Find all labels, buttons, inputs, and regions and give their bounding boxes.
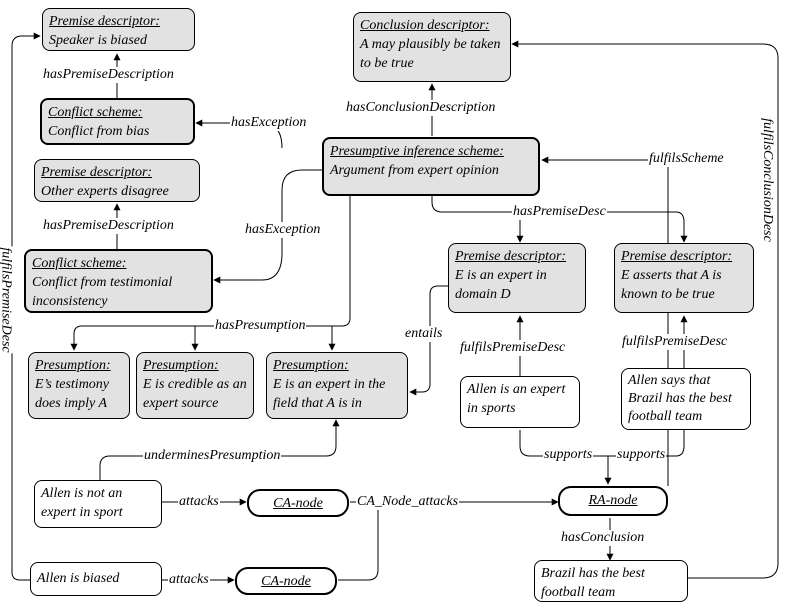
label-fulfils-conclusion-desc: fulfilsConclusionDesc xyxy=(758,117,775,243)
label-has-conclusion: hasConclusion xyxy=(560,530,646,546)
claim-allen-says-brazil: Allen says that Brazil has the best foot… xyxy=(621,368,751,430)
node-label: CA-node xyxy=(261,574,311,589)
node-text: Allen is not an expert in sport xyxy=(41,486,123,520)
node-heading: Conclusion descriptor: xyxy=(360,18,490,33)
label-has-conclusion-description: hasConclusionDescription xyxy=(345,100,497,116)
node-heading: Premise descriptor: xyxy=(41,165,153,180)
ca-node-1: CA-node xyxy=(247,489,349,517)
node-heading: Conflict scheme: xyxy=(48,105,143,120)
edge-supports xyxy=(519,430,685,457)
node-label: RA-node xyxy=(588,493,638,508)
node-text: Speaker is biased xyxy=(49,33,147,48)
node-text: Argument from expert opinion xyxy=(330,163,499,178)
presumption-testimony: Presumption: E’s testimony does imply A xyxy=(28,352,130,419)
premise-descriptor-expert-domain: Premise descriptor: E is an expert in do… xyxy=(448,243,586,313)
label-has-presumption: hasPresumption xyxy=(214,318,307,334)
node-text: Allen is an expert in sports xyxy=(467,382,566,416)
node-text: Allen is biased xyxy=(37,571,120,586)
edge-hasexception-2 xyxy=(213,169,326,284)
label-attacks-2: attacks xyxy=(168,572,210,588)
label-has-premise-desc: hasPremiseDesc xyxy=(512,204,607,220)
presumptive-inference-scheme: Presumptive inference scheme: Argument f… xyxy=(322,137,540,196)
node-heading: Presumption: xyxy=(273,358,349,373)
label-fulfils-premise-desc-2: fulfilsPremiseDesc xyxy=(621,334,729,350)
node-text: E asserts that A is known to be true xyxy=(621,268,722,302)
node-heading: Presumptive inference scheme: xyxy=(330,144,504,159)
node-text: A may plausibly be taken to be true xyxy=(360,37,501,71)
node-heading: Conflict scheme: xyxy=(32,256,127,271)
premise-descriptor-speaker-biased: Premise descriptor: Speaker is biased xyxy=(42,8,195,51)
ca-node-2: CA-node xyxy=(235,567,337,595)
claim-allen-not-expert: Allen is not an expert in sport xyxy=(34,480,162,528)
label-attacks-1: attacks xyxy=(178,494,220,510)
label-fulfils-premise-desc-1: fulfilsPremiseDesc xyxy=(459,340,567,356)
claim-allen-expert-sports: Allen is an expert in sports xyxy=(460,376,580,428)
presumption-expert-field: Presumption: E is an expert in the field… xyxy=(266,352,408,419)
node-text: E is an expert in the field that A is in xyxy=(273,377,386,411)
node-label: CA-node xyxy=(273,496,323,511)
premise-descriptor-asserts: Premise descriptor: E asserts that A is … xyxy=(614,243,754,313)
edge-ca-node-attacks-2 xyxy=(338,502,379,581)
node-heading: Presumption: xyxy=(35,358,111,373)
label-supports-1: supports xyxy=(543,447,594,463)
premise-descriptor-other-experts: Premise descriptor: Other experts disagr… xyxy=(34,159,200,202)
label-has-exception-1: hasException xyxy=(230,115,308,131)
node-text: E’s testimony does imply A xyxy=(35,377,110,411)
claim-brazil-best-team: Brazil has the best football team xyxy=(534,560,688,602)
label-ca-node-attacks: CA_Node_attacks xyxy=(356,494,460,510)
node-text: E is an expert in domain D xyxy=(455,268,547,302)
node-text: Allen says that Brazil has the best foot… xyxy=(628,373,732,424)
presumption-credible: Presumption: E is credible as an expert … xyxy=(136,352,254,419)
conflict-scheme-testimonial: Conflict scheme: Conflict from testimoni… xyxy=(24,249,213,313)
label-supports-2: supports xyxy=(616,447,667,463)
label-fulfils-scheme: fulfilsScheme xyxy=(648,151,725,167)
label-entails: entails xyxy=(404,326,444,342)
conclusion-descriptor: Conclusion descriptor: A may plausibly b… xyxy=(353,12,511,82)
claim-allen-biased: Allen is biased xyxy=(30,562,162,596)
node-heading: Presumption: xyxy=(143,358,219,373)
node-text: E is credible as an expert source xyxy=(143,377,247,411)
edge-fulfilsconclusiondesc xyxy=(511,40,779,579)
node-text: Conflict from testimonial inconsistency xyxy=(32,275,173,309)
edge-haspresumption xyxy=(70,196,351,351)
label-undermines-presumption: underminesPresumption xyxy=(143,448,282,464)
label-fulfils-premise-desc-left: fulfilsPremiseDesc xyxy=(0,246,14,354)
node-heading: Premise descriptor: xyxy=(455,249,567,264)
node-text: Other experts disagree xyxy=(41,184,169,199)
label-has-premise-description-2: hasPremiseDescription xyxy=(42,218,175,234)
node-text: Conflict from bias xyxy=(48,124,150,139)
conflict-scheme-bias: Conflict scheme: Conflict from bias xyxy=(40,98,195,145)
label-has-premise-description-1: hasPremiseDescription xyxy=(42,67,175,83)
label-has-exception-2: hasException xyxy=(244,222,322,238)
ra-node: RA-node xyxy=(558,486,668,516)
node-heading: Premise descriptor: xyxy=(621,249,733,264)
node-heading: Premise descriptor: xyxy=(49,14,161,29)
node-text: Brazil has the best football team xyxy=(541,566,645,600)
